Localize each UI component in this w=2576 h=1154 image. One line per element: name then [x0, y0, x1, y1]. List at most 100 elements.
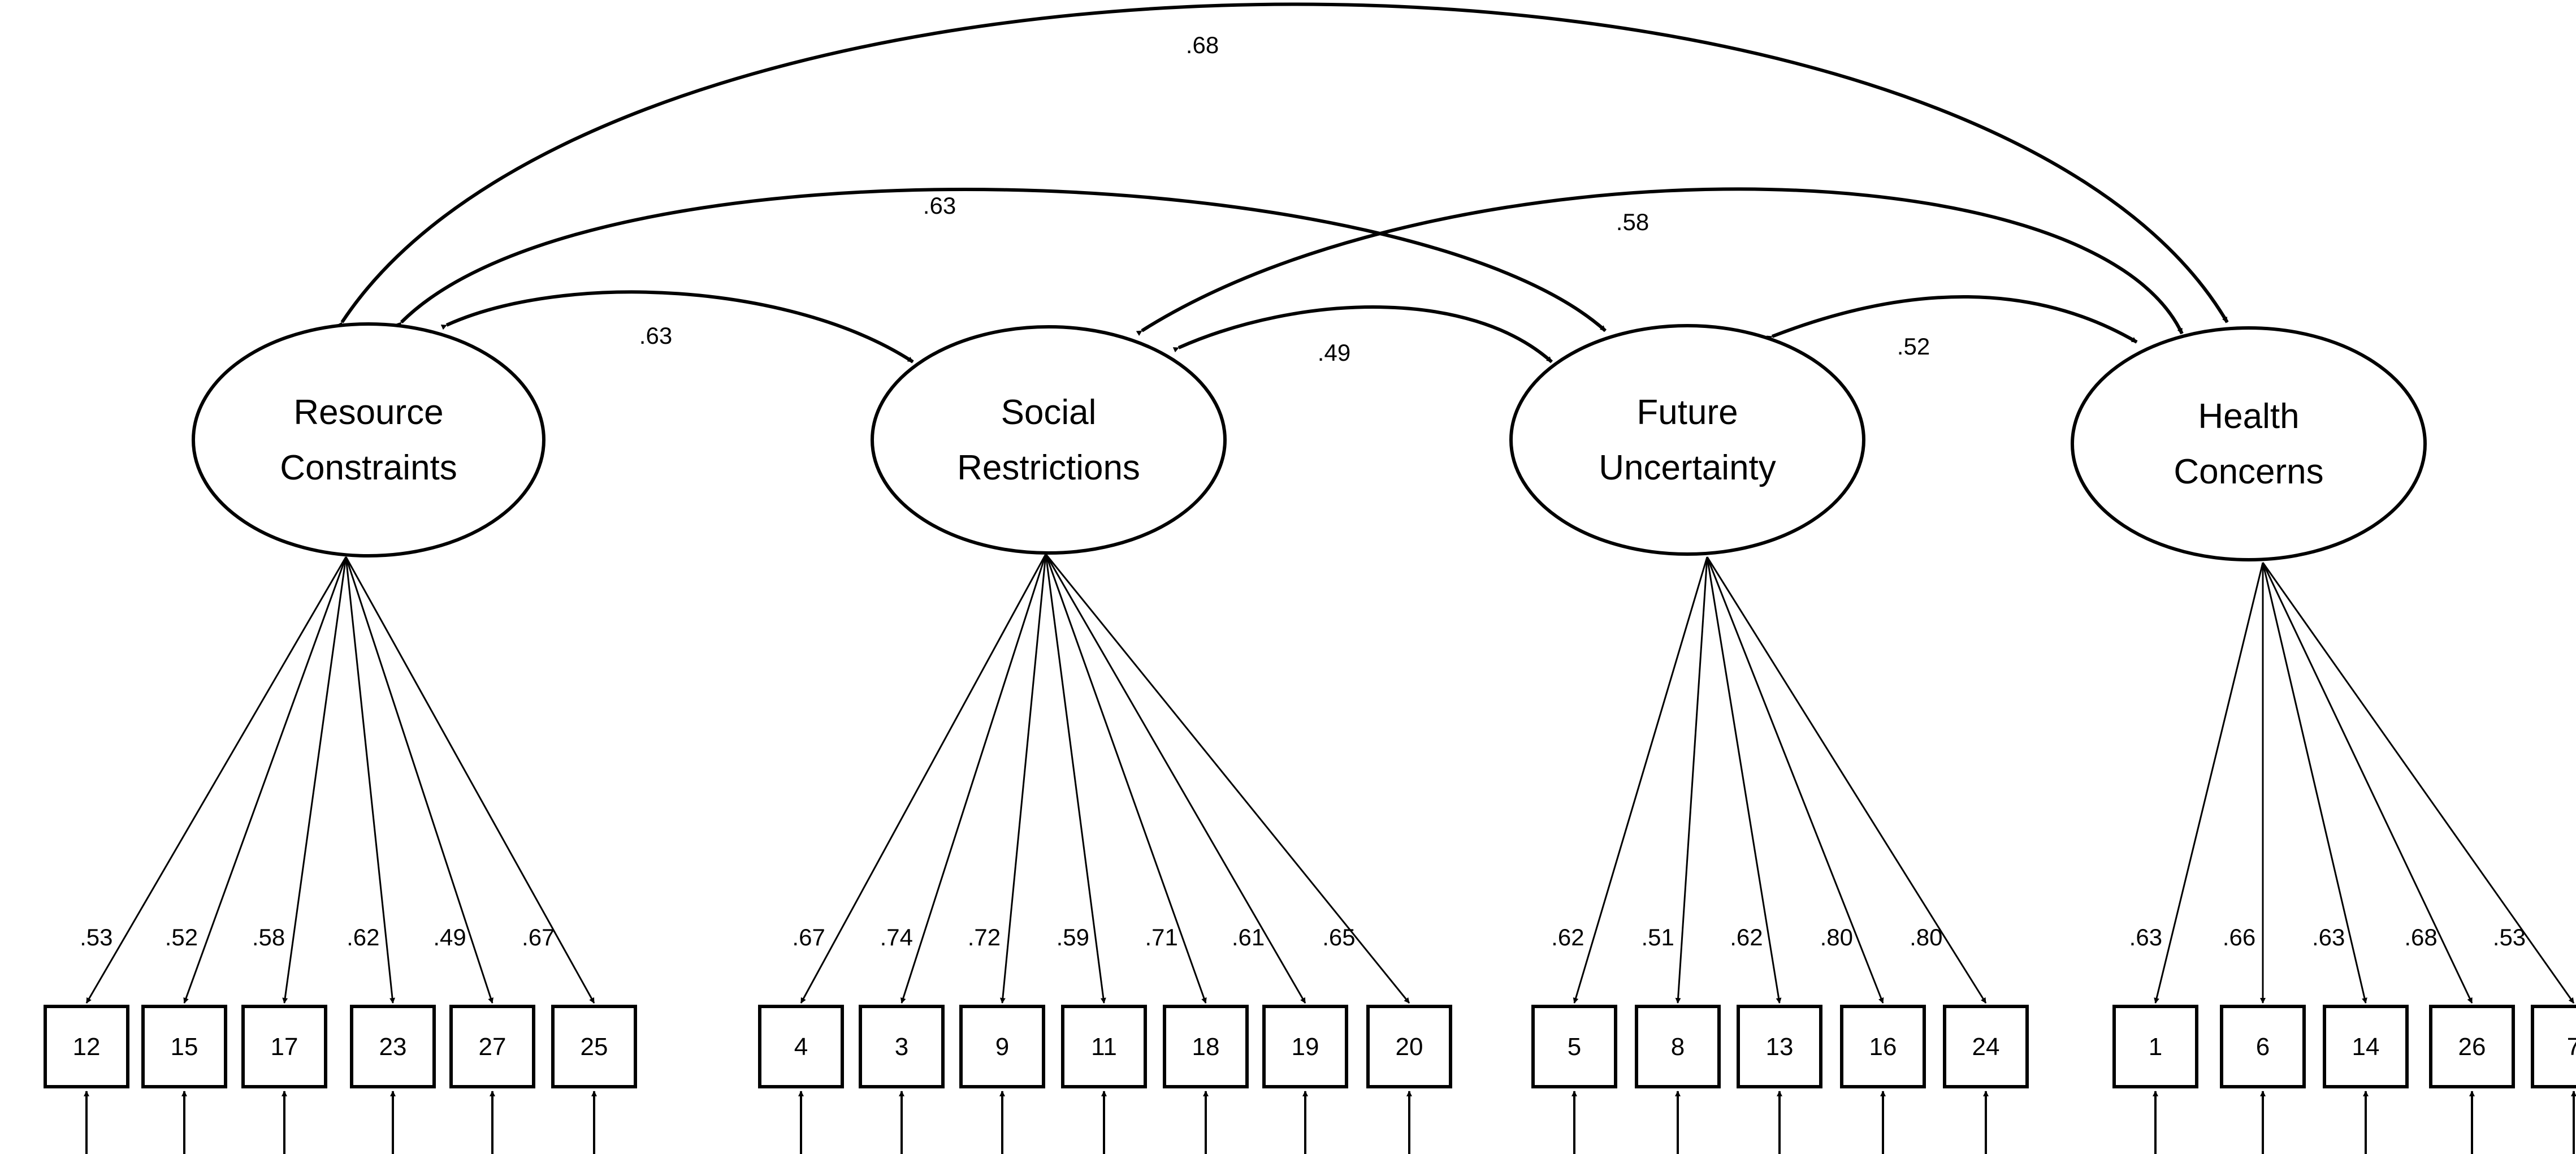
loading-arrow-hc-14 — [2262, 562, 2367, 1004]
factor-label-sr: Social — [1001, 393, 1097, 432]
factor-label-fu: Uncertainty — [1599, 448, 1776, 487]
correlation-curve-sr-hc — [1136, 187, 2184, 336]
loading-value-sr-3: .74 — [880, 924, 913, 950]
loading-arrow-sr-9 — [999, 554, 1047, 1004]
item-box-11 — [1061, 1005, 1147, 1088]
correlation-curve-sr-fu — [1172, 305, 1553, 364]
loading-arrow-rc-12 — [85, 556, 347, 1004]
factor-label-rc: Resource — [293, 393, 443, 432]
item-box-6 — [2220, 1005, 2306, 1088]
item-label-26: 26 — [2458, 1033, 2486, 1061]
item-box-27 — [449, 1005, 535, 1088]
correlation-curve-fu-hc — [1766, 295, 2138, 344]
item-box-23 — [350, 1005, 436, 1088]
loading-value-rc-15: .52 — [165, 924, 198, 950]
correlation-value-sr-hc: .58 — [1616, 209, 1649, 235]
loading-value-fu-24: .80 — [1910, 924, 1942, 950]
item-box-5 — [1531, 1005, 1617, 1088]
loading-arrow-rc-23 — [345, 556, 396, 1004]
item-box-18 — [1163, 1005, 1249, 1088]
item-label-5: 5 — [1568, 1033, 1581, 1061]
loading-arrow-sr-11 — [1045, 554, 1106, 1004]
item-label-14: 14 — [2352, 1033, 2380, 1061]
item-box-9 — [959, 1005, 1045, 1088]
loading-arrow-rc-17 — [282, 556, 347, 1004]
correlation-value-sr-fu: .49 — [1318, 339, 1350, 366]
item-box-15 — [141, 1005, 227, 1088]
item-box-16 — [1840, 1005, 1926, 1088]
correlation-value-rc-fu: .63 — [923, 192, 956, 219]
item-box-7 — [2531, 1005, 2576, 1088]
loading-arrow-rc-15 — [183, 556, 347, 1004]
loading-value-sr-4: .67 — [792, 924, 825, 950]
item-box-1 — [2112, 1005, 2198, 1088]
loading-value-sr-11: .59 — [1057, 924, 1089, 950]
item-label-20: 20 — [1396, 1033, 1423, 1061]
factor-ellipse-hc — [2071, 326, 2427, 561]
loading-value-fu-13: .62 — [1730, 924, 1763, 950]
loading-value-fu-16: .80 — [1820, 924, 1853, 950]
loading-value-sr-9: .72 — [968, 924, 1001, 950]
item-label-7: 7 — [2567, 1033, 2576, 1061]
item-label-4: 4 — [794, 1033, 808, 1061]
item-box-19 — [1262, 1005, 1348, 1088]
loading-value-sr-19: .61 — [1232, 924, 1265, 950]
item-box-12 — [44, 1005, 129, 1088]
correlation-value-rc-sr: .63 — [639, 322, 672, 349]
item-box-8 — [1635, 1005, 1721, 1088]
loading-arrow-sr-4 — [800, 554, 1047, 1004]
loading-value-hc-6: .66 — [2223, 924, 2255, 950]
item-box-13 — [1737, 1005, 1822, 1088]
factor-label-hc: Health — [2198, 397, 2299, 436]
item-label-19: 19 — [1292, 1033, 1319, 1061]
item-label-8: 8 — [1671, 1033, 1685, 1061]
loading-arrow-fu-13 — [1706, 556, 1782, 1004]
item-label-6: 6 — [2256, 1033, 2270, 1061]
loading-value-fu-8: .51 — [1642, 924, 1674, 950]
item-box-17 — [241, 1005, 327, 1088]
item-error-arrows — [84, 1091, 2576, 1154]
loading-arrow-rc-25 — [345, 556, 595, 1004]
loading-value-rc-23: .62 — [347, 924, 379, 950]
loading-arrow-hc-1 — [2154, 562, 2264, 1004]
loading-value-sr-18: .71 — [1145, 924, 1177, 950]
loading-value-hc-26: .68 — [2404, 924, 2437, 950]
loading-value-fu-5: .62 — [1551, 924, 1584, 950]
factor-label-fu: Future — [1636, 393, 1738, 432]
factor-ellipse-rc — [192, 322, 545, 557]
loading-value-sr-20: .65 — [1322, 924, 1355, 950]
item-label-9: 9 — [995, 1033, 1009, 1061]
item-label-3: 3 — [895, 1033, 908, 1061]
factor-correlations: .63 .49 .52 .63 .58 .68 — [336, 2, 2229, 366]
item-box-14 — [2323, 1005, 2409, 1088]
loading-value-rc-25: .67 — [522, 924, 555, 950]
correlation-value-fu-hc: .52 — [1897, 333, 1930, 360]
item-label-17: 17 — [271, 1033, 298, 1061]
factor-label-hc: Concerns — [2174, 452, 2323, 491]
loading-arrow-sr-3 — [900, 554, 1047, 1004]
loading-arrow-sr-18 — [1045, 554, 1207, 1004]
item-label-23: 23 — [379, 1033, 407, 1061]
loading-arrow-fu-8 — [1675, 556, 1708, 1004]
factor-loadings: .53.52.58.62.49.67.67.74.72.59.71.61.65.… — [80, 554, 2575, 1004]
loading-arrow-fu-16 — [1706, 556, 1884, 1004]
loading-value-hc-14: .63 — [2312, 924, 2345, 950]
loading-value-rc-17: .58 — [252, 924, 285, 950]
loading-arrow-sr-19 — [1045, 554, 1306, 1004]
factor-ellipse-fu — [1509, 324, 1865, 556]
factor-label-sr: Restrictions — [957, 448, 1140, 487]
item-label-15: 15 — [171, 1033, 198, 1061]
correlation-value-rc-hc: .68 — [1186, 32, 1219, 58]
loading-arrow-fu-24 — [1706, 556, 1987, 1004]
item-box-20 — [1366, 1005, 1452, 1088]
factor-label-rc: Constraints — [280, 448, 457, 487]
loading-value-rc-12: .53 — [80, 924, 112, 950]
correlation-curve-rc-sr — [440, 290, 914, 364]
item-label-13: 13 — [1766, 1033, 1794, 1061]
loading-value-hc-7: .53 — [2493, 924, 2526, 950]
correlation-curve-rc-hc — [336, 2, 2229, 329]
item-label-1: 1 — [2149, 1033, 2162, 1061]
loading-arrow-sr-20 — [1045, 554, 1410, 1004]
